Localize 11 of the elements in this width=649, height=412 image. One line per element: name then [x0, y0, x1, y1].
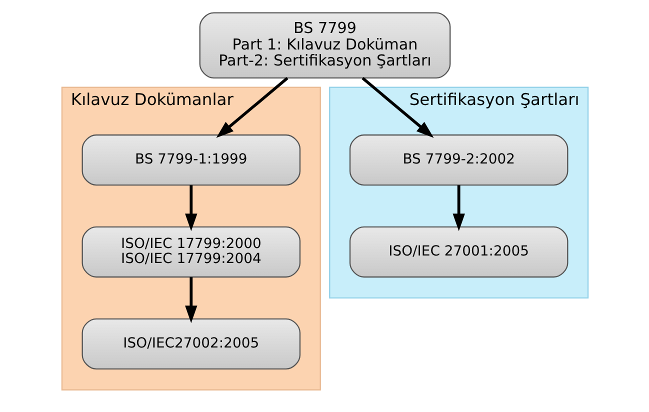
node-box: ISO/IEC 27001:2005 — [348, 226, 568, 278]
arrow — [452, 185, 464, 232]
node-box: BS 7799-2:2002 — [348, 134, 568, 186]
arrow — [184, 277, 197, 324]
node-box: BS 7799 Part 1: Kılavuz Doküman Part-2: Sertifikasyon Şartları — [198, 12, 450, 79]
arrow — [184, 185, 197, 232]
node-box: ISO/IEC 17799:2000 ISO/IEC 17799:2004 — [81, 226, 300, 278]
node-box: ISO/IEC27002:2005 — [81, 318, 300, 370]
arrow — [216, 77, 288, 138]
arrow — [361, 77, 434, 138]
node-box: BS 7799-1:1999 — [81, 134, 300, 186]
